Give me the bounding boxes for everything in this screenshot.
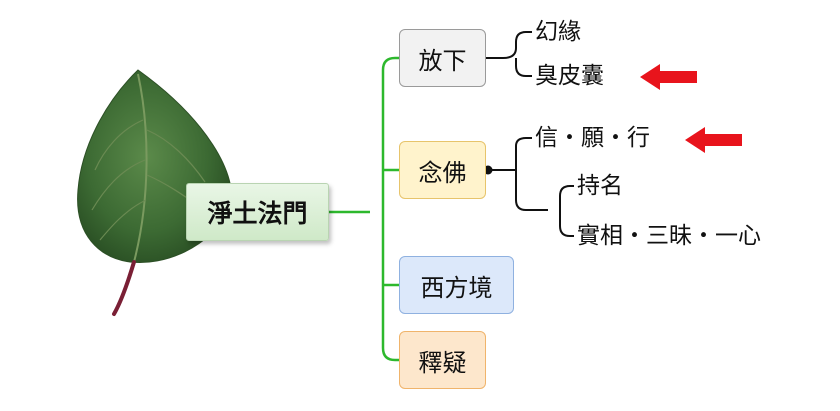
green-connectors (329, 56, 399, 362)
branch-label: 西方境 (420, 273, 493, 302)
leaf-shixiang[interactable]: 實相・三昧・一心 (577, 223, 761, 249)
leaf-choupinang[interactable]: 臭皮囊 (535, 63, 604, 89)
branch-node-xifangjing[interactable]: 西方境 (399, 256, 514, 314)
leaf-xinyuanxing[interactable]: 信・願・行 (535, 125, 650, 151)
branch-label: 放下 (418, 46, 467, 75)
branch-label: 念佛 (418, 158, 467, 187)
leaf-chiming[interactable]: 持名 (577, 173, 623, 199)
branch-node-nianfo[interactable]: 念佛 (399, 141, 486, 199)
red-arrow-icon (640, 64, 697, 90)
branch-label: 釋疑 (418, 348, 467, 377)
root-node[interactable]: 淨土法門 (186, 183, 329, 241)
red-arrow-icon (685, 127, 742, 153)
root-label: 淨土法門 (207, 199, 308, 228)
branch-node-fangxia[interactable]: 放下 (399, 29, 486, 87)
branch-node-shiyi[interactable]: 釋疑 (399, 331, 486, 389)
black-brackets (486, 31, 574, 237)
leaf-huanyuan[interactable]: 幻緣 (535, 19, 581, 45)
